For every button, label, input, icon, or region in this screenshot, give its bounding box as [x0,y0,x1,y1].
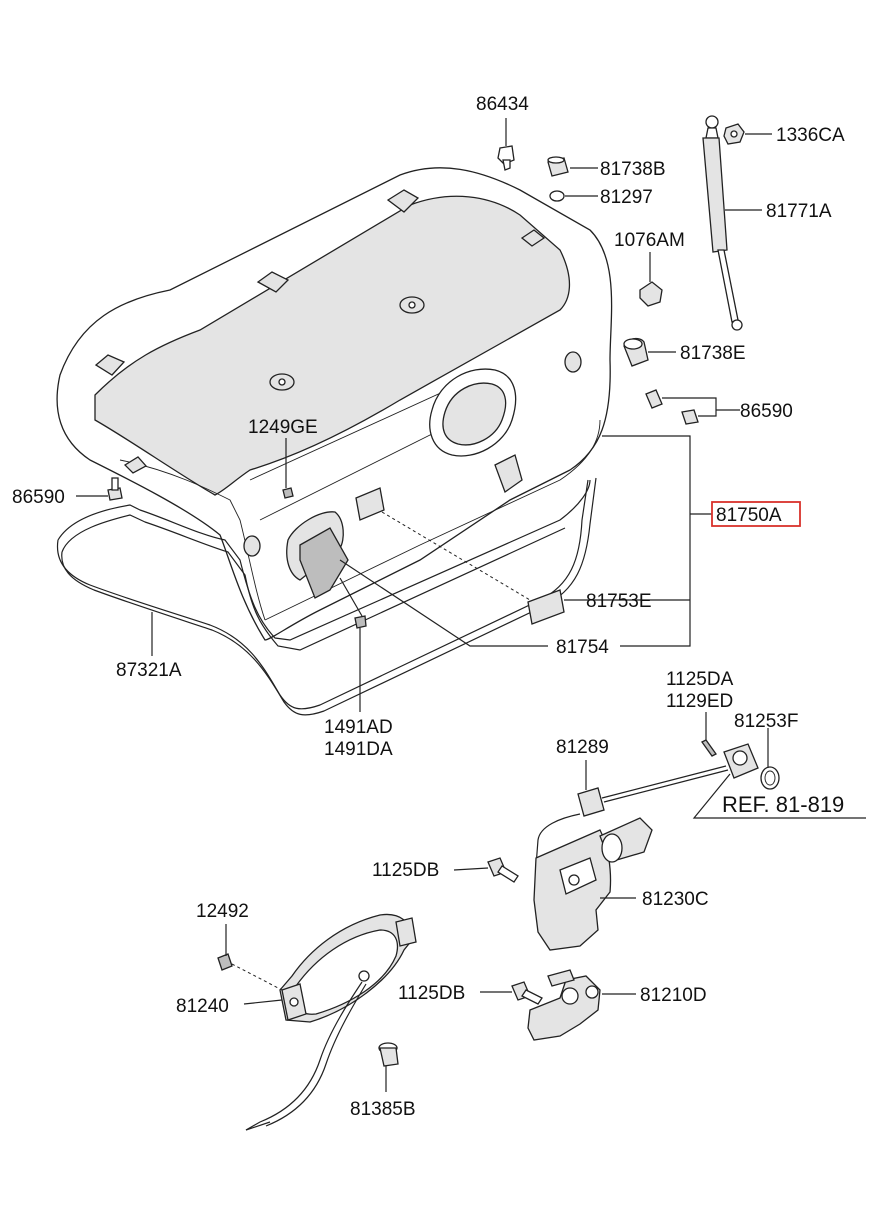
leader-lines-bottom [225,712,769,1092]
label-1125DB-upper[interactable]: 1125DB [372,860,439,881]
label-81230C[interactable]: 81230C [642,889,709,910]
label-1129ED[interactable]: 1129ED [666,691,733,712]
label-1249GE[interactable]: 1249GE [248,417,318,438]
screw-12492[interactable] [217,953,283,991]
label-81771A[interactable]: 81771A [766,201,832,222]
clip-86590-left[interactable] [107,477,123,501]
label-1491AD[interactable]: 1491AD [324,717,393,738]
label-1076AM[interactable]: 1076AM [614,230,685,251]
label-81297[interactable]: 81297 [600,187,653,208]
screw-1491AD[interactable] [354,615,367,629]
bolt-1125DB-lower[interactable] [511,981,543,1005]
trunk-lid-panel[interactable] [56,167,613,641]
leader-lines-top [76,118,772,712]
striker-81210D[interactable] [527,969,601,1041]
nut-1336CA[interactable] [723,123,745,145]
reference-callout [692,773,866,819]
grommet-86434[interactable] [497,145,515,171]
gas-strut-81771A[interactable] [702,115,743,331]
label-81754[interactable]: 81754 [556,637,609,658]
cable-clip-81289[interactable] [535,787,605,867]
label-1125DB-lower[interactable]: 1125DB [398,983,465,1004]
label-1125DA[interactable]: 1125DA [666,669,734,690]
part-labels: 86434 1336CA 81738B 81297 81771A 1076AM … [12,94,845,1120]
latch-81230C[interactable] [533,817,653,951]
bumper-81738E[interactable] [623,337,649,367]
weatherstrip-seal[interactable] [56,477,597,716]
label-81738E[interactable]: 81738E [680,343,746,364]
label-1491DA[interactable]: 1491DA [324,739,393,760]
label-81750A[interactable]: 81750A [716,505,782,526]
label-86434[interactable]: 86434 [476,94,529,115]
label-81385B[interactable]: 81385B [350,1099,416,1120]
label-86590-left[interactable]: 86590 [12,487,65,508]
bumper-stop-81738B[interactable] [547,156,569,177]
o-ring-81297[interactable] [549,190,565,202]
label-12492[interactable]: 12492 [196,901,249,922]
lock-cylinder-assembly[interactable] [601,739,780,803]
label-1336CA[interactable]: 1336CA [776,125,845,146]
bolt-1125DB-upper[interactable] [487,857,519,883]
label-87321A[interactable]: 87321A [116,660,182,681]
label-81240[interactable]: 81240 [176,996,229,1017]
label-81253F[interactable]: 81253F [734,711,798,732]
plug-81753E[interactable] [527,589,565,625]
nut-1076AM[interactable] [639,281,663,307]
label-81210D[interactable]: 81210D [640,985,707,1006]
label-81738B[interactable]: 81738B [600,159,666,180]
label-86590-right[interactable]: 86590 [740,401,793,422]
grommet-81385B[interactable] [378,1042,399,1067]
label-ref-81-819[interactable]: REF. 81-819 [722,792,844,817]
handle-81240[interactable] [245,913,417,1131]
clip-86590-right[interactable] [645,389,699,425]
label-81289[interactable]: 81289 [556,737,609,758]
screw-1249GE[interactable] [282,487,294,499]
label-81753E[interactable]: 81753E [586,591,652,612]
highlight-box-81750A [711,501,801,527]
